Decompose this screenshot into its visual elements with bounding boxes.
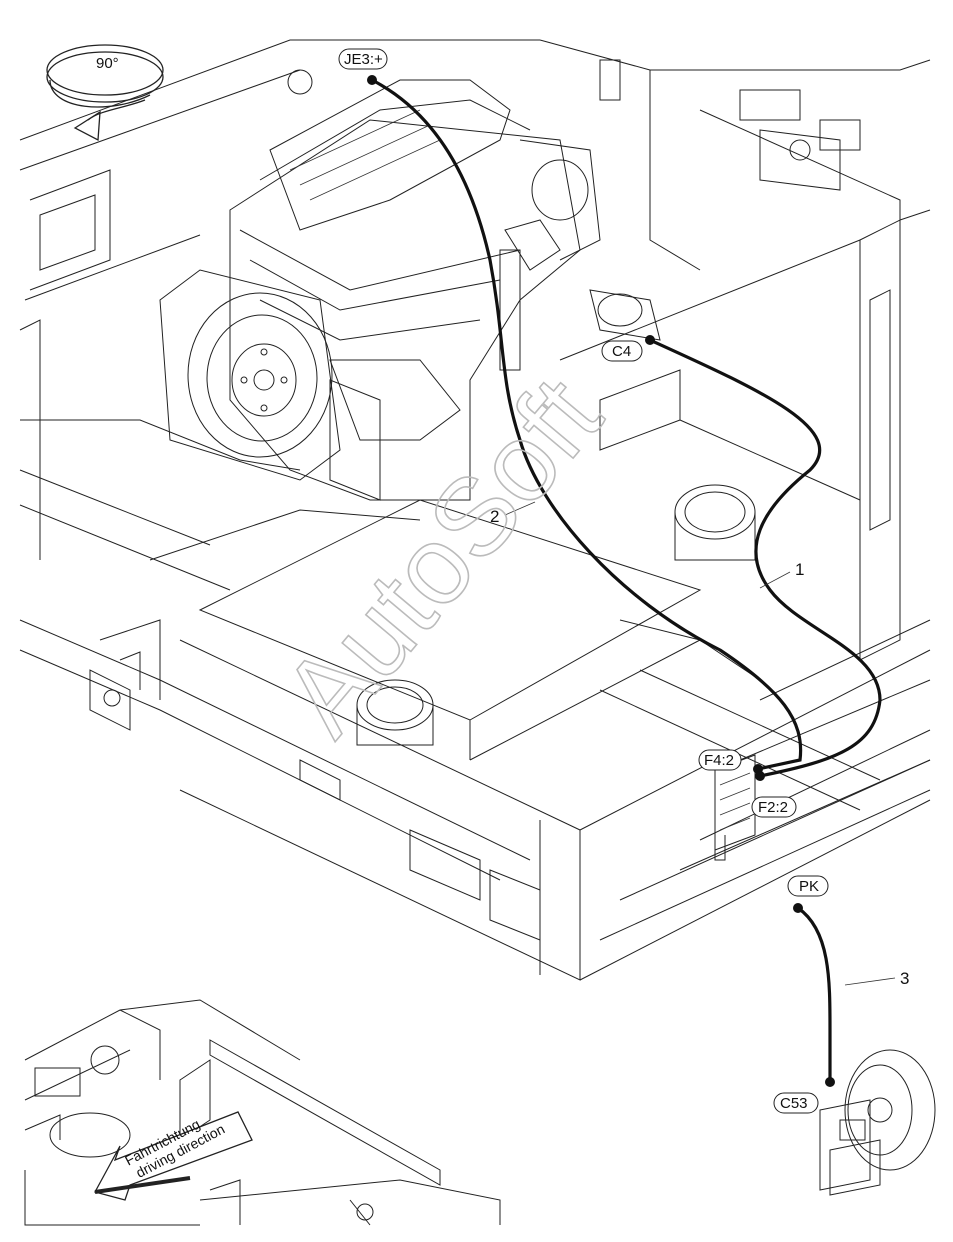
cable-1: [648, 338, 882, 778]
leader-lines: [504, 501, 896, 986]
connector-text-je3: JE3:+: [344, 51, 383, 68]
connector-label-c53: C53: [773, 1092, 819, 1114]
connector-label-je3: JE3:+: [338, 48, 388, 70]
cable-3: [796, 906, 832, 1084]
connector-label-f2: F2:2: [751, 796, 797, 818]
cable-number-2: 2: [490, 507, 499, 526]
connector-text-f4: F4:2: [704, 752, 734, 769]
je3-terminal: [367, 75, 377, 85]
connector-label-f4: F4:2: [698, 749, 742, 771]
rotation-icon: [46, 44, 164, 142]
connector-text-pk: PK: [799, 878, 819, 895]
pk-terminal: [793, 903, 803, 913]
cable-number-1: 1: [795, 560, 804, 579]
cables: [367, 75, 882, 1087]
rotation-label: 90°: [96, 55, 119, 72]
connector-label-pk: PK: [787, 875, 829, 897]
cable-number-3: 3: [900, 969, 909, 988]
connector-text-f2: F2:2: [758, 799, 788, 816]
watermark: AutoSoft: [258, 354, 625, 758]
connector-text-c53: C53: [780, 1095, 808, 1112]
c53-terminal: [825, 1077, 835, 1087]
engine: [159, 69, 661, 501]
driving-direction-arrow: Fahrtrichtung driving direction: [94, 1111, 253, 1201]
c4-terminal: [645, 335, 655, 345]
watermark-text: AutoSoft: [259, 355, 624, 757]
connector-label-c4: C4: [601, 340, 643, 362]
connector-text-c4: C4: [612, 343, 631, 360]
cable-2: [370, 78, 803, 771]
f2-terminal: [755, 771, 765, 781]
